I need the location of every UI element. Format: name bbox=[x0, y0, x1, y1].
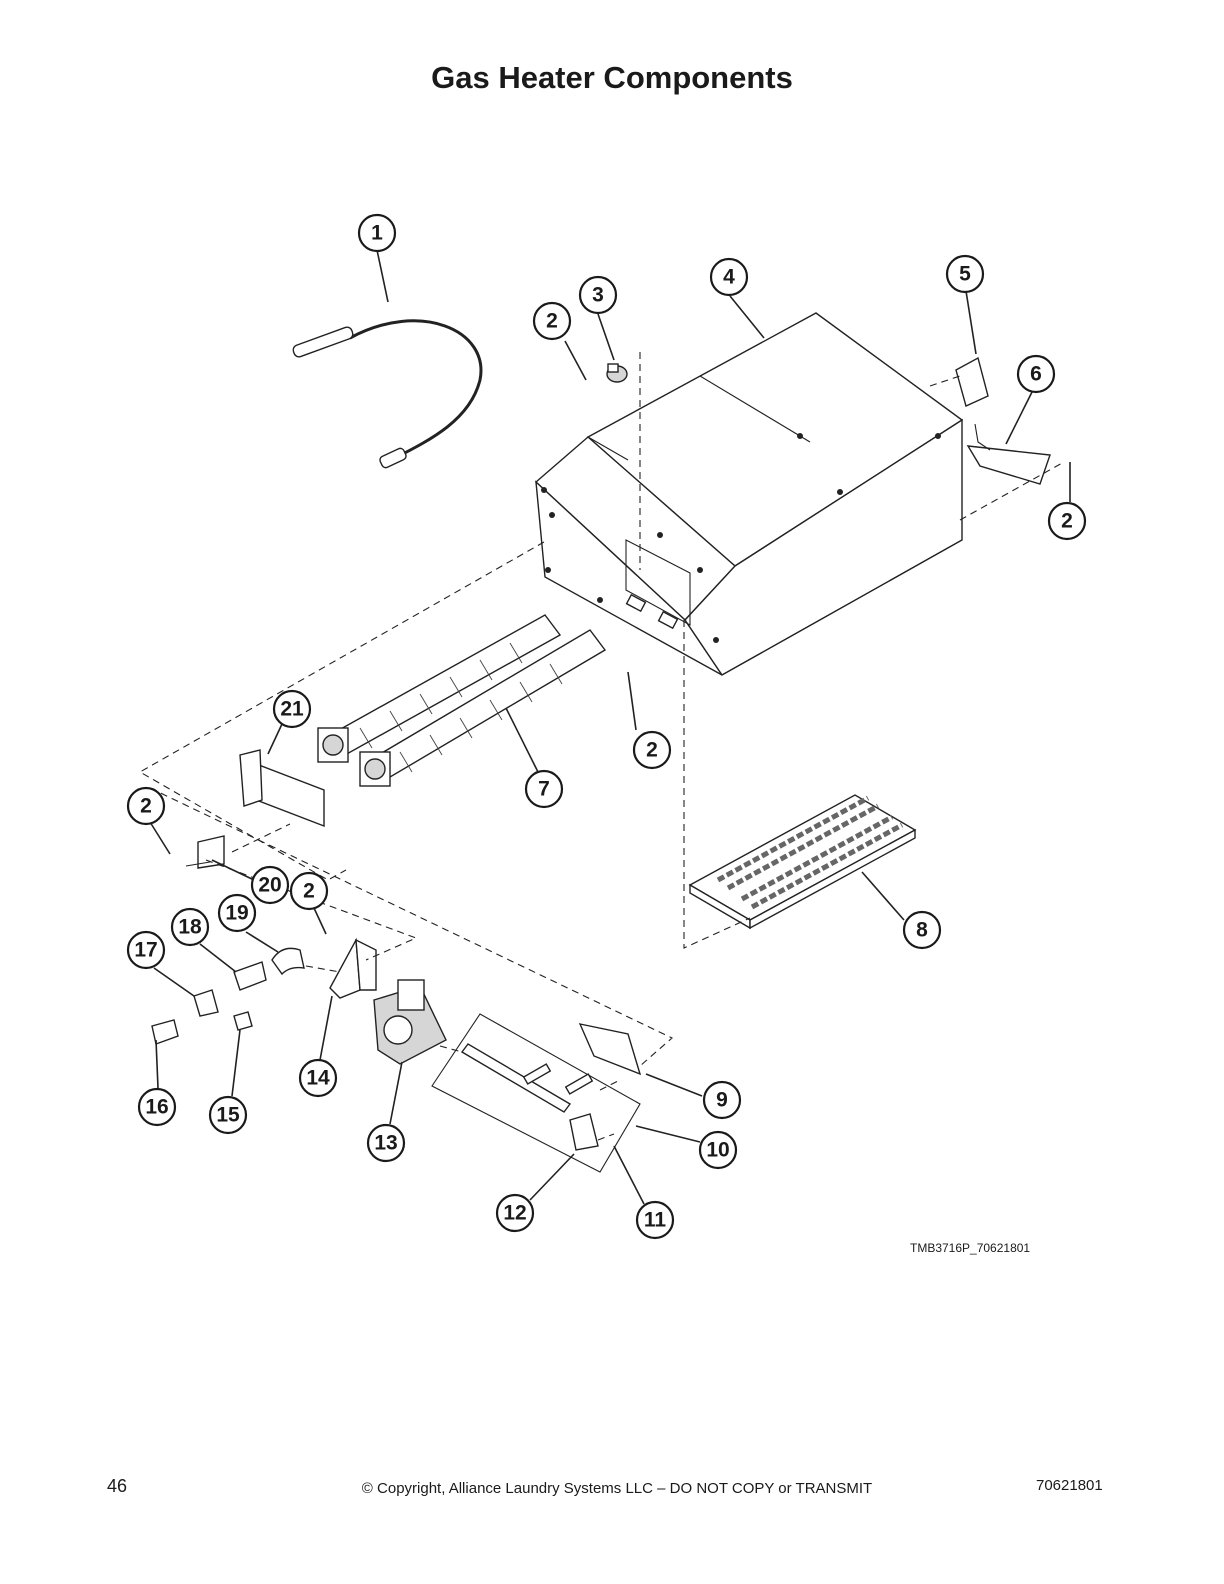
callout-label: 11 bbox=[644, 1209, 667, 1232]
flame-sensor-part bbox=[185, 835, 225, 869]
gas-valve-part bbox=[373, 979, 447, 1065]
callout-label: 12 bbox=[503, 1202, 526, 1225]
callout-2b: 2 bbox=[1047, 501, 1087, 541]
callout-14: 14 bbox=[298, 1058, 338, 1098]
callout-label: 3 bbox=[592, 284, 604, 307]
burner-tubes-part bbox=[317, 614, 607, 787]
callout-3: 3 bbox=[578, 275, 618, 315]
callout-label: 9 bbox=[716, 1089, 728, 1112]
callout-label: 21 bbox=[280, 698, 304, 721]
burner-bracket-part bbox=[239, 749, 325, 828]
callout-11: 11 bbox=[635, 1200, 675, 1240]
callout-label: 15 bbox=[216, 1104, 240, 1127]
callout-1: 1 bbox=[357, 213, 397, 253]
document-number: 70621801 bbox=[1036, 1477, 1103, 1494]
callout-13: 13 bbox=[366, 1123, 406, 1163]
bracket-5-part bbox=[955, 356, 989, 407]
callout-10: 10 bbox=[698, 1130, 738, 1170]
callout-label: 17 bbox=[134, 939, 157, 962]
callout-17: 17 bbox=[126, 930, 166, 970]
callout-4: 4 bbox=[709, 257, 749, 297]
leader-lines bbox=[149, 249, 1071, 1205]
callout-label: 20 bbox=[258, 874, 281, 897]
callout-label: 2 bbox=[303, 880, 315, 903]
burner-grate-part bbox=[688, 794, 917, 930]
copyright-notice: © Copyright, Alliance Laundry Systems LL… bbox=[361, 1480, 873, 1497]
callout-label: 1 bbox=[371, 222, 383, 245]
page-title: Gas Heater Components bbox=[431, 60, 793, 95]
bracket-6-part bbox=[966, 423, 1051, 485]
callout-15: 15 bbox=[208, 1095, 248, 1135]
callout-label: 8 bbox=[916, 919, 928, 942]
manifold-support-part bbox=[569, 1113, 599, 1151]
callout-12: 12 bbox=[495, 1193, 535, 1233]
callout-5: 5 bbox=[945, 254, 985, 294]
callout-2c: 2 bbox=[632, 730, 672, 770]
callout-label: 10 bbox=[706, 1139, 729, 1162]
callout-label: 2 bbox=[546, 310, 558, 333]
callout-9: 9 bbox=[702, 1080, 742, 1120]
callout-2e: 2 bbox=[289, 871, 329, 911]
callout-2: 2 bbox=[532, 301, 572, 341]
heater-housing-part bbox=[534, 312, 964, 676]
ignitor-cable-part bbox=[292, 319, 483, 469]
callout-label: 2 bbox=[140, 795, 152, 818]
callout-label: 5 bbox=[959, 263, 971, 286]
callout-18: 18 bbox=[170, 907, 210, 947]
callout-20: 20 bbox=[250, 865, 290, 905]
callout-label: 4 bbox=[723, 266, 735, 289]
orifice-bracket-part bbox=[578, 1023, 642, 1076]
thermostat-part bbox=[606, 363, 628, 383]
callout-label: 16 bbox=[145, 1096, 168, 1119]
callout-label: 14 bbox=[306, 1067, 330, 1090]
callout-7: 7 bbox=[524, 769, 564, 809]
callout-label: 19 bbox=[225, 902, 248, 925]
callout-8: 8 bbox=[902, 910, 942, 950]
callout-label: 18 bbox=[178, 916, 202, 939]
manifold-part bbox=[431, 1013, 641, 1173]
callout-19: 19 bbox=[217, 893, 257, 933]
callout-16: 16 bbox=[137, 1087, 177, 1127]
callout-2d: 2 bbox=[126, 786, 166, 826]
figure-reference: TMB3716P_70621801 bbox=[910, 1241, 1031, 1255]
fittings-part bbox=[151, 947, 305, 1045]
callout-6: 6 bbox=[1016, 354, 1056, 394]
callout-21: 21 bbox=[272, 689, 312, 729]
callout-label: 6 bbox=[1030, 363, 1042, 386]
callout-label: 7 bbox=[538, 778, 550, 801]
callout-label: 2 bbox=[1061, 510, 1073, 533]
callout-label: 2 bbox=[646, 739, 658, 762]
valve-bracket-part bbox=[329, 937, 377, 999]
page-number: 46 bbox=[107, 1476, 128, 1496]
callout-label: 13 bbox=[374, 1132, 397, 1155]
